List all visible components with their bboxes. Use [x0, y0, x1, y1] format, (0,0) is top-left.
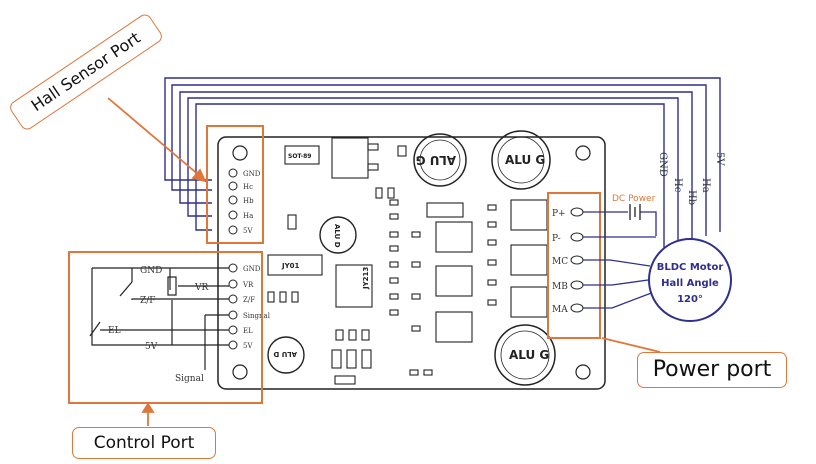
motor-wire-label-gnd: GND	[657, 152, 668, 177]
diode	[426, 202, 464, 218]
motor-wire-label-hb: Hb	[686, 190, 697, 205]
motor-wire-label-hc: Hc	[672, 178, 683, 193]
hall-pin-hb: Hb	[243, 197, 254, 205]
ic-jy213-label: JY213	[362, 267, 370, 290]
capacitor-small-1-label: ALU D	[333, 224, 341, 248]
wiring-label-gnd: GND	[140, 266, 162, 276]
wiring-label-5v: 5V	[145, 342, 158, 352]
capacitor-small-2-label: ALU D	[273, 350, 297, 358]
control-pin-zf: Z/F	[243, 296, 255, 304]
mosfet-5	[435, 265, 473, 297]
mount-hole-br	[575, 364, 591, 380]
motor-label-line2: Hall Angle	[661, 278, 719, 289]
sot89-label: SOT-89	[288, 153, 311, 160]
control-connector: GND VR Z/F Singnal EL 5V	[228, 263, 271, 350]
callout-arrows	[107, 97, 661, 426]
mount-hole-bl	[232, 364, 248, 380]
mounting-holes	[232, 145, 591, 380]
motor-wire-labels: GND Hc Hb Ha 5V	[657, 152, 725, 205]
capacitor-small-1	[319, 216, 357, 254]
control-port-highlight	[68, 251, 263, 404]
hall-wires	[164, 77, 721, 248]
board-text: SOT-89 ALU G ALU G ALU G ALU D ALU D JY0…	[273, 153, 549, 362]
hall-callout-arrow	[107, 97, 201, 177]
capacitor-1	[413, 133, 467, 187]
wiring-label-el: EL	[108, 326, 121, 336]
capacitor-3-label: ALU G	[509, 348, 549, 362]
control-port-callout: Control Port	[72, 427, 216, 459]
hall-pin-ha: Ha	[243, 212, 253, 220]
mount-hole-tl	[232, 145, 248, 161]
power-wiring	[583, 211, 657, 309]
control-pin-gnd: GND	[243, 265, 261, 273]
motor-label-line1: BLDC Motor	[657, 262, 724, 273]
power-pin-pminus: P-	[552, 234, 561, 244]
bldc-motor	[648, 238, 732, 322]
board-components	[267, 130, 556, 386]
control-pin-el: EL	[243, 327, 253, 335]
ic-jy213	[335, 264, 373, 308]
power-callout-arrow	[601, 337, 661, 353]
motor-wire-label-ha: Ha	[700, 178, 711, 193]
hall-pin-hc: Hc	[243, 183, 253, 191]
motor-label-line3: 120°	[677, 294, 703, 305]
hall-port-highlight	[206, 125, 264, 244]
power-pin-mc: MC	[552, 257, 568, 267]
control-pin-vr: VR	[242, 281, 254, 289]
capacitor-2-label: ALU G	[505, 153, 545, 167]
power-pin-ma: MA	[552, 305, 568, 315]
hall-sensor-connector: GND Hc Hb Ha 5V	[228, 168, 261, 235]
wiring-label-vr: VR	[194, 283, 208, 293]
sot89-package	[284, 145, 320, 165]
power-connector: P+ P- MC MB MA	[552, 207, 584, 315]
ic-jy01-label: JY01	[281, 262, 300, 270]
hall-pin-gnd: GND	[243, 170, 261, 178]
wiring-label-signal: Signal	[175, 374, 204, 384]
mosfet-4	[435, 221, 473, 253]
control-pin-5v: 5V	[243, 342, 253, 350]
power-pin-pplus: P+	[552, 209, 566, 219]
mount-hole-tr	[575, 145, 591, 161]
capacitor-small-2	[267, 336, 305, 374]
wiring-label-zf: Z/F	[140, 296, 156, 306]
motor-wire-label-5v: 5V	[714, 152, 725, 166]
control-wiring	[89, 267, 229, 370]
capacitor-3	[494, 324, 556, 386]
regulator	[331, 137, 369, 179]
capacitor-2	[491, 130, 551, 190]
battery-symbol	[629, 204, 641, 220]
mosfet-6	[435, 311, 473, 343]
power-pin-mb: MB	[552, 282, 568, 292]
control-pin-signal: Singnal	[243, 312, 271, 320]
power-port-callout: Power port	[637, 352, 787, 388]
ic-jy01	[267, 254, 323, 276]
dc-power-label: DC Power	[612, 194, 656, 204]
control-wiring-labels: GND VR Z/F EL 5V Signal	[108, 266, 208, 384]
hall-pin-5v: 5V	[243, 227, 253, 235]
capacitor-1-label: ALU G	[416, 153, 456, 167]
power-port-highlight	[547, 192, 601, 339]
